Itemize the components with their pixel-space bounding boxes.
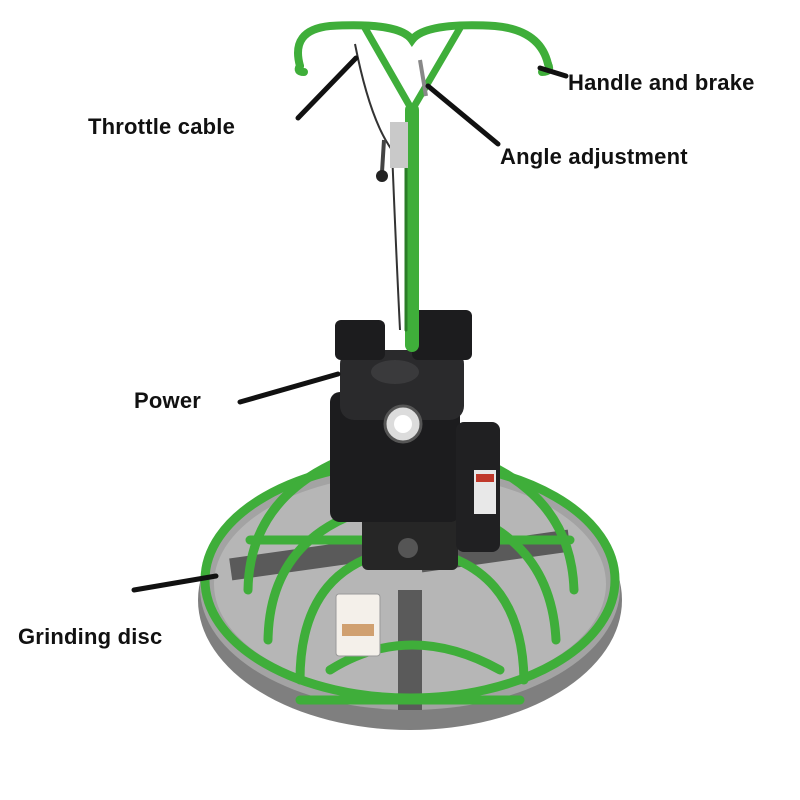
label-throttle-cable: Throttle cable <box>88 114 236 139</box>
label-angle-adjustment: Angle adjustment <box>500 144 688 169</box>
handle-shaft <box>361 24 464 352</box>
leader-line-grinding-disc <box>131 573 219 593</box>
leader-line-angle-adjustment <box>425 83 501 147</box>
label-power: Power <box>134 388 202 413</box>
leader-lines <box>131 55 569 593</box>
hang-tag <box>335 593 381 657</box>
label-grinding-disc: Grinding disc <box>18 624 163 649</box>
leader-line-power <box>237 371 341 405</box>
engine <box>330 310 500 552</box>
leader-line-handle-and-brake <box>537 65 569 79</box>
label-handle-and-brake: Handle and brake <box>568 70 755 95</box>
throttle-lever <box>354 43 428 331</box>
leader-line-throttle-cable <box>295 55 359 121</box>
handlebar <box>294 21 554 76</box>
